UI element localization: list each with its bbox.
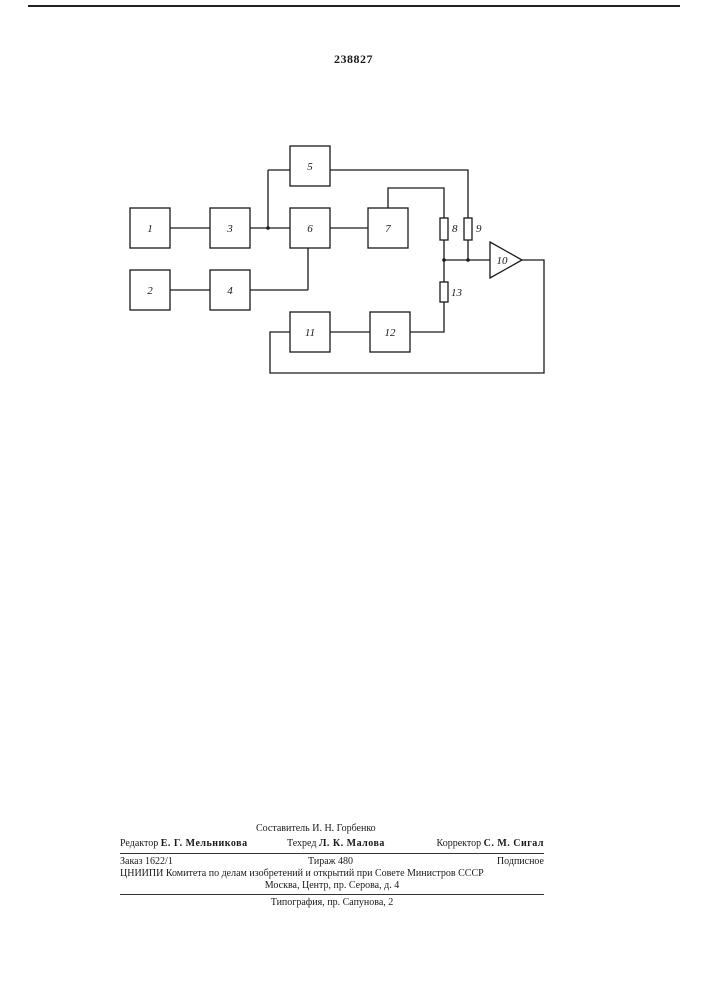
compiler-line: Составитель И. Н. Горбенко [120,823,544,837]
resistor-8-label: 8 [452,223,458,235]
block-2: 2 [130,270,170,310]
block-4: 4 [210,270,250,310]
resistor-8: 8 [440,218,458,240]
subscription: Подписное [497,856,544,867]
block-2-label: 2 [147,285,153,297]
corrector: Корректор С. М. Сигал [437,838,544,849]
amplifier-10-label: 10 [497,255,509,267]
block-6: 6 [290,208,330,248]
techred: Техред Л. К. Малова [287,838,385,849]
editor: Редактор Е. Г. Мельникова [120,838,248,849]
block-7-label: 7 [385,223,391,235]
editor-name: Е. Г. Мельникова [161,838,248,849]
circulation: Тираж 480 [308,856,353,867]
techred-name: Л. К. Малова [319,838,385,849]
block-12: 12 [370,312,410,352]
block-7: 7 [368,208,408,248]
junction-dot [266,226,270,230]
resistor-9-label: 9 [476,223,482,235]
techred-label: Техред [287,838,316,849]
editor-label: Редактор [120,838,158,849]
order-number: Заказ 1622/1 [120,856,173,867]
resistor-9: 9 [464,218,482,240]
printing-house: Типография, пр. Сапунова, 2 [120,897,544,910]
block-3-label: 3 [226,223,233,235]
junction-dot [466,258,470,262]
block-3: 3 [210,208,250,248]
block-5: 5 [290,146,330,186]
block-1: 1 [130,208,170,248]
block-11: 11 [290,312,330,352]
amplifier-10: 10 [490,242,522,278]
block-1-label: 1 [147,223,153,235]
corrector-name: С. М. Сигал [484,838,544,849]
editors-line: Редактор Е. Г. Мельникова Техред Л. К. М… [120,838,544,852]
junction-dot [442,258,446,262]
block-12-label: 12 [385,327,397,339]
footer-divider [120,894,544,895]
block-4-label: 4 [227,285,233,297]
corrector-label: Корректор [437,838,482,849]
resistor-13: 13 [440,282,463,302]
footer-divider [120,853,544,854]
compiler: Составитель И. Н. Горбенко [256,823,376,834]
block-5-label: 5 [307,161,313,173]
block-6-label: 6 [307,223,313,235]
address: Москва, Центр, пр. Серова, д. 4 [120,880,544,893]
resistor-13-label: 13 [451,287,463,299]
block-11-label: 11 [305,327,315,339]
